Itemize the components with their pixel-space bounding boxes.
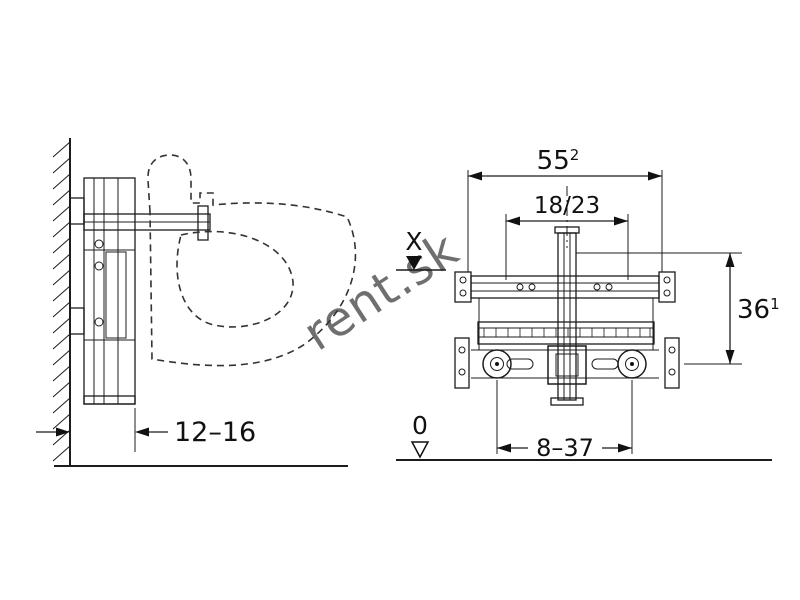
level-marker-zero: 0 [410, 411, 430, 459]
level-zero-label: 0 [412, 411, 428, 440]
front-view: 552 18/23 X 361 [396, 146, 780, 462]
height-label: 361 [737, 295, 780, 325]
dimension-fixing-distance: 18/23 [505, 193, 629, 280]
side-view: 12–16 [36, 138, 357, 467]
dimension-outlet: 8–37 [496, 380, 633, 462]
fixing-distance-label: 18/23 [534, 193, 600, 219]
dimension-depth: 12–16 [36, 408, 256, 452]
outlet-range-label: 8–37 [536, 434, 594, 462]
dimension-height: 361 [576, 252, 780, 365]
dimension-overall-width: 552 [467, 146, 663, 272]
wall [52, 138, 71, 466]
mounting-frame-front [454, 226, 680, 406]
watermark-text: rent.sk [294, 221, 469, 362]
mounting-frame-side [69, 177, 211, 405]
level-marker-x: X [396, 227, 446, 271]
depth-dimension-label: 12–16 [174, 417, 256, 448]
level-x-label: X [405, 227, 422, 256]
overall-width-label: 552 [537, 146, 580, 176]
bidet-outline [147, 154, 357, 367]
